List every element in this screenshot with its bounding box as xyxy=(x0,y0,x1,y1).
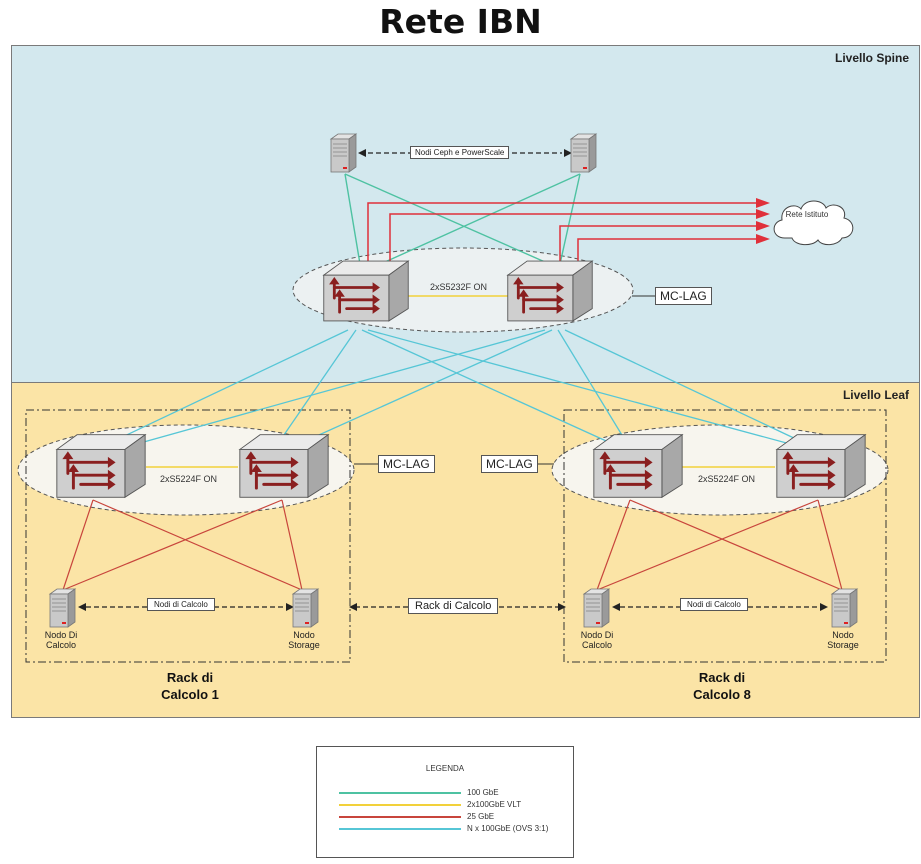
rack8-nodes-label: Nodi di Calcolo xyxy=(680,598,748,611)
legend-swatch xyxy=(339,828,461,830)
link-100gbe xyxy=(344,173,361,265)
rack-boundaries xyxy=(25,409,887,663)
link-nx100gbe xyxy=(94,329,349,451)
uplink-arrowhead xyxy=(756,234,770,244)
rack8-switch-pair-label: 2xS5224F ON xyxy=(698,474,756,484)
link-25gbe xyxy=(281,499,303,591)
dashed-arrowheads xyxy=(78,149,828,611)
link-nx100gbe xyxy=(557,329,629,446)
link-100gbe xyxy=(384,173,581,263)
links-nx100gbe xyxy=(94,329,816,453)
rack1-title-line2: Calcolo 1 xyxy=(161,687,219,702)
compute-node-icon xyxy=(583,588,610,628)
legend-label: N x 100GbE (OVS 3:1) xyxy=(467,824,549,833)
leaf-switch-icon xyxy=(55,433,147,499)
legend: LEGENDA 100 GbE 2x100GbE VLT 25 GbE N x … xyxy=(316,746,574,858)
cloud-label: Rete Istituto xyxy=(785,210,829,219)
storage-server-icon xyxy=(330,133,357,173)
legend-swatch xyxy=(339,792,461,794)
servers xyxy=(49,133,858,628)
rack1-title: Rack di Calcolo 1 xyxy=(140,669,240,703)
rack8-title-line1: Rack di xyxy=(698,670,746,685)
links-25gbe xyxy=(62,499,843,591)
link-25gbe xyxy=(62,499,94,591)
link-25gbe xyxy=(62,499,283,591)
rack1-boundary xyxy=(25,409,351,663)
links-vlt xyxy=(146,295,775,468)
uplinks-rete-istituto xyxy=(367,198,770,270)
uplink xyxy=(389,213,758,270)
compute-node-icon xyxy=(49,588,76,628)
link-nx100gbe xyxy=(367,329,806,449)
link-nx100gbe xyxy=(274,329,357,449)
rack8-boundary xyxy=(563,409,887,663)
spine-switch-icon xyxy=(506,259,594,323)
link-25gbe xyxy=(596,499,631,591)
storage-node-icon xyxy=(831,588,858,628)
rack8-title: Rack di Calcolo 8 xyxy=(672,669,772,703)
link-nx100gbe xyxy=(564,329,816,449)
rack1-mclag-label: MC-LAG xyxy=(378,455,435,473)
rack1-switch-pair-label: 2xS5224F ON xyxy=(160,474,218,484)
link-nx100gbe xyxy=(361,329,616,446)
link-nx100gbe xyxy=(289,329,553,449)
leaf-switch-icon xyxy=(238,433,330,499)
link-nx100gbe xyxy=(107,329,546,453)
spine-level-label: Livello Spine xyxy=(834,51,909,65)
rack1-compute-node-label: Nodo Di Calcolo xyxy=(44,630,78,650)
rack8-compute-node-label: Nodo Di Calcolo xyxy=(580,630,614,650)
uplink-arrowhead xyxy=(756,221,770,231)
rack8-mclag-label: MC-LAG xyxy=(481,455,538,473)
legend-label: 100 GbE xyxy=(467,788,499,797)
link-100gbe xyxy=(344,173,546,263)
between-racks-label: Rack di Calcolo xyxy=(408,598,499,614)
link-25gbe xyxy=(817,499,843,591)
storage-server-icon xyxy=(570,133,597,173)
link-100gbe xyxy=(559,173,581,265)
uplink xyxy=(559,225,758,264)
rack8-storage-node-label: Nodo Storage xyxy=(827,630,859,650)
link-25gbe xyxy=(596,499,819,591)
uplink-arrowhead xyxy=(756,209,770,219)
spine-mclag-label: MC-LAG xyxy=(655,287,712,305)
legend-title: LEGENDA xyxy=(425,764,465,773)
uplink xyxy=(577,238,758,264)
link-25gbe xyxy=(629,499,843,591)
leaf-switch-icon xyxy=(775,433,867,499)
legend-label: 25 GbE xyxy=(467,812,495,821)
uplink-arrowhead xyxy=(756,198,770,208)
storage-node-icon xyxy=(292,588,319,628)
links-100gbe xyxy=(344,173,581,265)
legend-swatch xyxy=(339,804,461,806)
storage-nodes-label: Nodi Ceph e PowerScale xyxy=(410,146,510,159)
diagram-title: Rete IBN xyxy=(379,2,542,41)
uplink xyxy=(367,202,758,270)
leaf-level-label: Livello Leaf xyxy=(842,388,909,402)
rack8-title-line2: Calcolo 8 xyxy=(693,687,751,702)
rack1-storage-node-label: Nodo Storage xyxy=(288,630,320,650)
link-25gbe xyxy=(92,499,303,591)
legend-label: 2x100GbE VLT xyxy=(467,800,522,809)
rack1-title-line1: Rack di xyxy=(166,670,214,685)
cloud-rete-istituto-icon xyxy=(773,200,854,246)
legend-swatch xyxy=(339,816,461,818)
rack1-nodes-label: Nodi di Calcolo xyxy=(147,598,215,611)
spine-switch-icon xyxy=(322,259,410,323)
leaf-switch-icon xyxy=(592,433,684,499)
spine-switch-pair-label: 2xS5232F ON xyxy=(430,282,488,292)
